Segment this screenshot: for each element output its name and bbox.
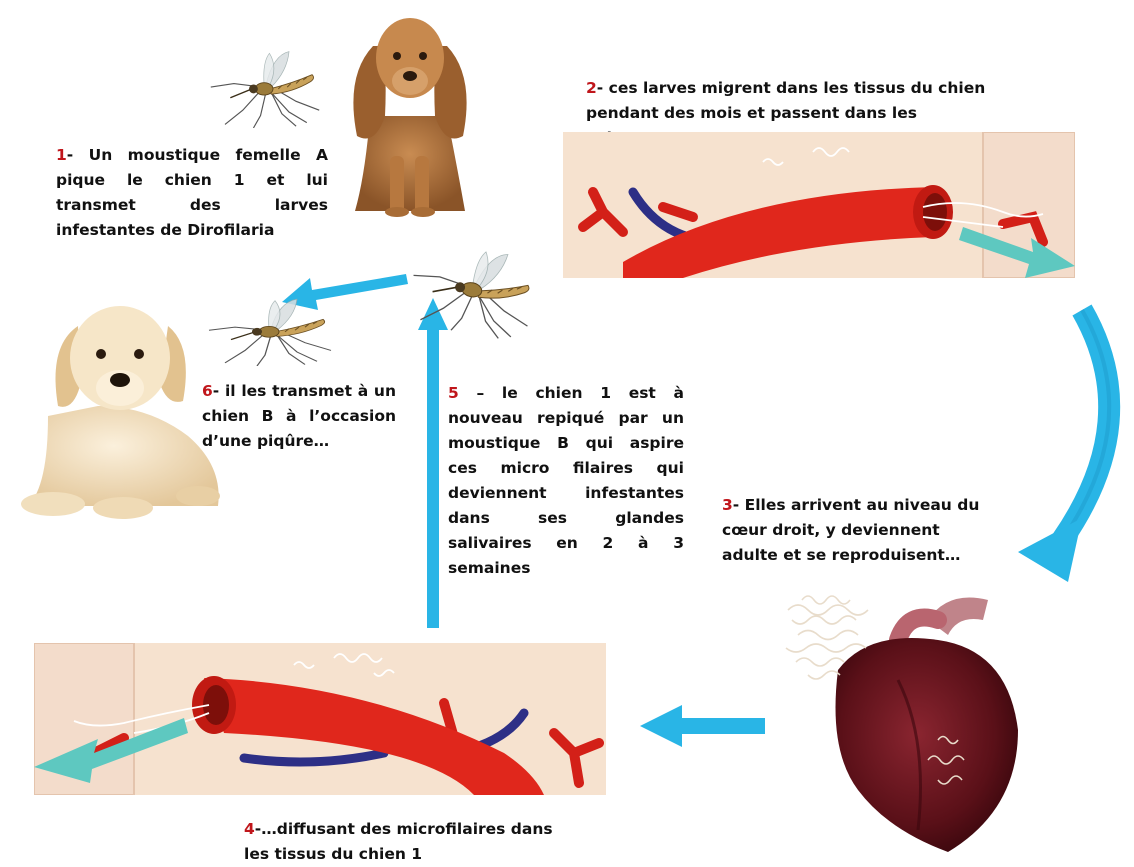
arrow-icon [1000,300,1134,590]
cocker-spaniel-dog-icon [335,6,485,218]
step-5-caption: 5 – le chien 1 est à nouveau repiqué par… [448,381,684,581]
arrow-up-icon [418,298,448,628]
step-6-number: 6 [202,382,213,400]
step-5-number: 5 [448,384,459,402]
curved-arrow-2-to-3 [1000,300,1134,590]
step-2-number: 2 [586,79,597,97]
mosquito-icon [398,224,548,344]
step-1-number: 1 [56,146,67,164]
step-1-text: - Un moustique femelle A pique le chien … [56,146,328,239]
heart-with-worms-icon [778,580,1034,856]
vessel-bottom-illustration [34,643,606,795]
step-5-text: – le chien 1 est à nouveau repiqué par u… [448,384,684,577]
step-4-number: 4 [244,820,255,838]
step-6-text: - il les transmet à un chien B à l’occas… [202,382,396,450]
arrow-4-to-5 [418,298,448,628]
golden-retriever-dog-icon [8,296,230,526]
step-3-text: - Elles arrivent au niveau du cœur droit… [722,496,979,564]
mosquito-b-illustration [398,224,548,344]
heart-illustration [778,580,1034,856]
blood-vessel-icon [563,132,1075,278]
blood-vessel-icon [34,643,606,795]
step-4-text: -…diffusant des microfilaires dans les t… [244,820,553,863]
vessel-top-illustration [563,132,1075,278]
mosquito-a-illustration [195,48,335,128]
step-6-caption: 6- il les transmet à un chien B à l’occa… [202,379,396,454]
step-3-caption: 3- Elles arrivent au niveau du cœur droi… [722,493,982,568]
dog-b-illustration [8,296,230,526]
arrow-left-icon [640,703,765,749]
dog-1-illustration [335,6,485,218]
step-1-caption: 1- Un moustique femelle A pique le chien… [56,143,328,243]
mosquito-icon [195,48,335,128]
step-3-number: 3 [722,496,733,514]
arrow-3-to-4 [640,703,765,749]
